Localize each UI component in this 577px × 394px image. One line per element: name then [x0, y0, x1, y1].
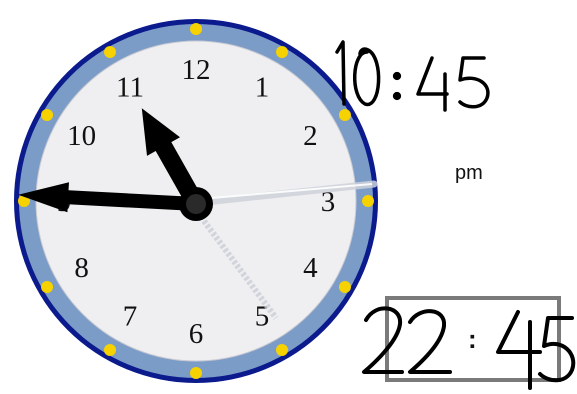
- handwritten-digit: [460, 58, 488, 107]
- clock-numeral-4: 4: [303, 252, 318, 284]
- center-cap-inner: [186, 194, 206, 214]
- hour-dot: [339, 281, 351, 293]
- handwritten-time-12h: 10: [337, 42, 488, 110]
- clock-numeral-7: 7: [123, 300, 138, 332]
- handwritten-digit: [540, 318, 573, 380]
- hour-dot: [41, 109, 53, 121]
- period-label: pm: [455, 162, 483, 185]
- handwritten-digit: [498, 312, 540, 388]
- handwritten-colon: [395, 94, 400, 99]
- hour-dot: [104, 344, 116, 356]
- handwritten-digit: [418, 58, 447, 110]
- clock-numeral-6: 6: [189, 318, 204, 350]
- hour-dot: [190, 367, 202, 379]
- hour-dot: [41, 281, 53, 293]
- time-24h-colon: :: [468, 326, 477, 352]
- hour-dot: [104, 46, 116, 58]
- clock-numeral-8: 8: [74, 252, 89, 284]
- clock-numeral-12: 12: [182, 54, 211, 86]
- hour-dot: [276, 46, 288, 58]
- handwritten-digit: [355, 49, 379, 104]
- handwritten-digit: [364, 308, 402, 372]
- handwritten-digit: [410, 311, 450, 372]
- hour-dot: [362, 195, 374, 207]
- hour-dot: [276, 344, 288, 356]
- clock-numeral-10: 10: [67, 120, 96, 152]
- hour-dot: [339, 109, 351, 121]
- clock-numeral-11: 11: [116, 72, 144, 104]
- clock-numeral-1: 1: [255, 72, 270, 104]
- handwritten-colon: [395, 74, 400, 79]
- hour-dot: [190, 23, 202, 35]
- analog-clock: 121234567891011: [14, 19, 378, 383]
- clock-numeral-2: 2: [303, 120, 318, 152]
